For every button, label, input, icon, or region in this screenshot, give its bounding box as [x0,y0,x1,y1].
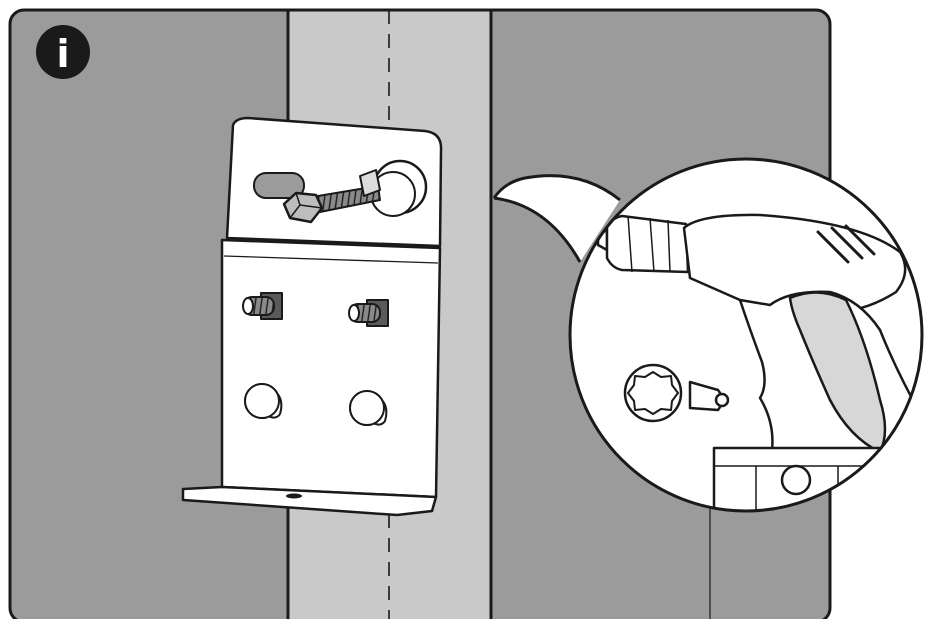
bracket-screw [349,300,388,326]
bracket-screw [243,293,282,319]
info-glyph: i [56,32,69,76]
info-icon: i [36,25,90,79]
